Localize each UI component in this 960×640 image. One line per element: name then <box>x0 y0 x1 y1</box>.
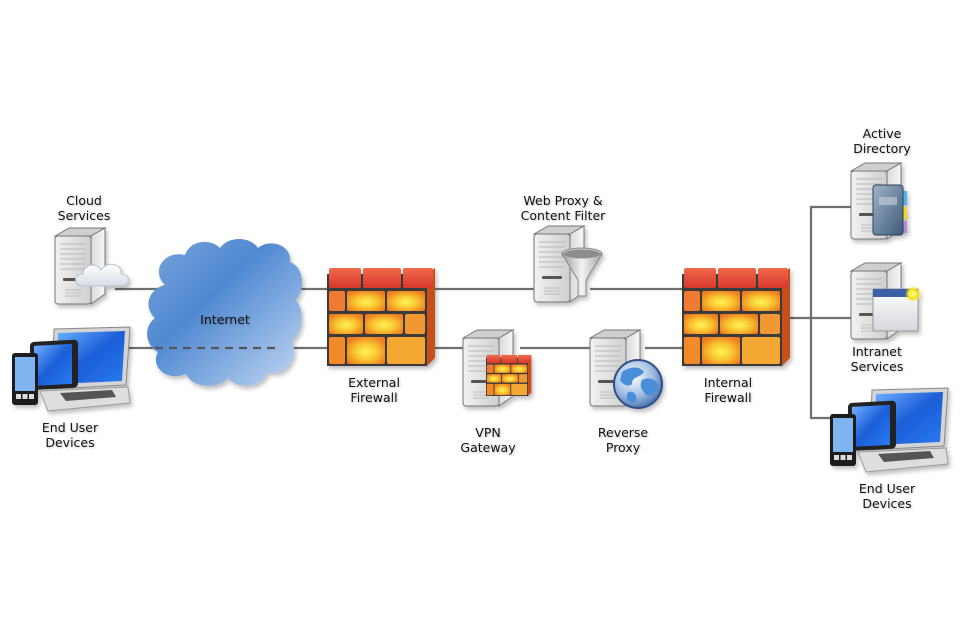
end-user-devices-left-icon <box>11 326 131 412</box>
label-line: Firewall <box>704 390 752 405</box>
label-line: Internal <box>703 375 753 390</box>
web-proxy-icon <box>533 225 603 303</box>
label-line: End User <box>41 420 99 435</box>
label-line: Devices <box>862 496 912 511</box>
internal-firewall-icon <box>682 268 790 366</box>
reverse-proxy-icon <box>589 329 663 409</box>
edge-bus-activedirectory <box>809 205 855 318</box>
label-line: Services <box>57 208 111 223</box>
external-firewall-icon <box>327 268 435 366</box>
label-internet: Internet <box>200 312 250 327</box>
vpn-gateway-icon <box>462 329 532 407</box>
intranet-services-icon <box>850 262 921 340</box>
edge-bus-enduser-right <box>809 318 835 420</box>
label-line: Active <box>862 126 902 141</box>
active-directory-icon <box>850 162 907 240</box>
label-active-directory: Active Directory <box>853 126 911 156</box>
label-reverse-proxy: Reverse Proxy <box>598 425 648 455</box>
label-intranet-services: Intranet Services <box>851 344 904 374</box>
label-line: VPN <box>475 425 501 440</box>
label-line: Services <box>850 359 904 374</box>
label-line: Web Proxy & <box>523 193 603 208</box>
cloud-services-icon <box>54 227 129 305</box>
internet-cloud-icon <box>147 239 303 386</box>
label-line: Cloud <box>66 193 102 208</box>
label-vpn-gateway: VPN Gateway <box>460 425 515 455</box>
label-web-proxy: Web Proxy & Content Filter <box>521 193 606 223</box>
end-user-devices-right-icon <box>829 387 949 473</box>
label-line: Proxy <box>605 440 641 455</box>
label-end-user-devices-right: End User Devices <box>859 481 915 511</box>
label-external-firewall: External Firewall <box>348 375 400 405</box>
label-internal-firewall: Internal Firewall <box>704 375 752 405</box>
label-line: Internet <box>200 312 250 327</box>
label-line: External <box>348 375 400 390</box>
label-line: Gateway <box>460 440 516 455</box>
label-line: Reverse <box>597 425 649 440</box>
label-line: Content Filter <box>520 208 606 223</box>
label-line: End User <box>858 481 916 496</box>
label-cloud-services: Cloud Services <box>58 193 111 223</box>
label-end-user-devices-left: End User Devices <box>42 420 98 450</box>
label-line: Devices <box>45 435 95 450</box>
label-line: Intranet <box>852 344 902 359</box>
label-line: Firewall <box>350 390 398 405</box>
label-line: Directory <box>853 141 911 156</box>
